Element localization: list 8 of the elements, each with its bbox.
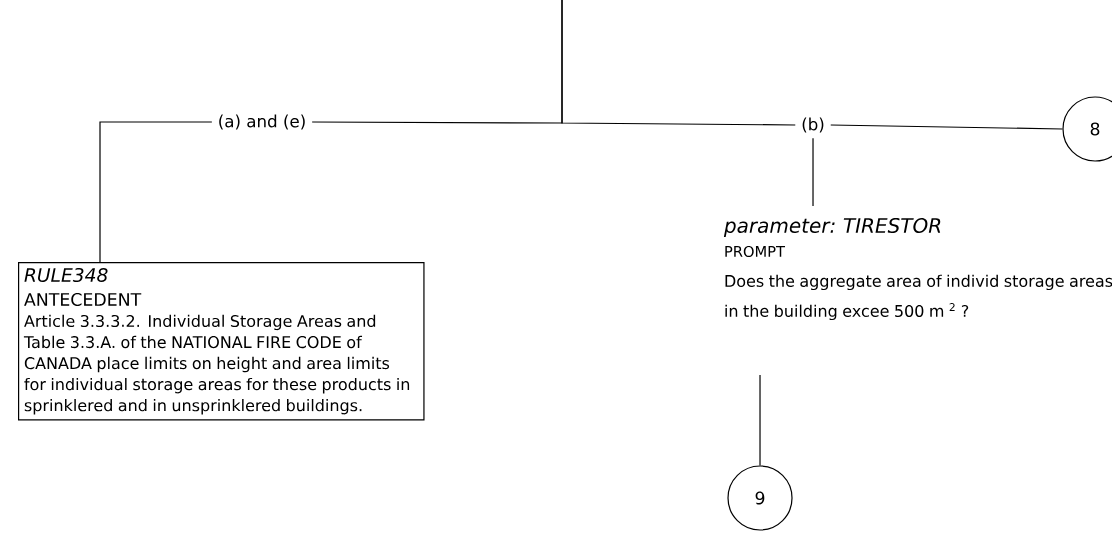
connector-line (812, 137, 814, 207)
branch-label: (b) (802, 117, 824, 133)
connector-line (561, 0, 796, 126)
parameter-text: parameter: TIRESTOR PROMPT Does the aggregate area of individ storage areas in the building excee 500 m $^{2}$ ? (723, 217, 1112, 321)
connector-line (830, 124, 1063, 130)
branch-label: (a) and (e) (219, 114, 305, 130)
connector-line (99, 121, 213, 263)
connector-line (759, 374, 761, 466)
